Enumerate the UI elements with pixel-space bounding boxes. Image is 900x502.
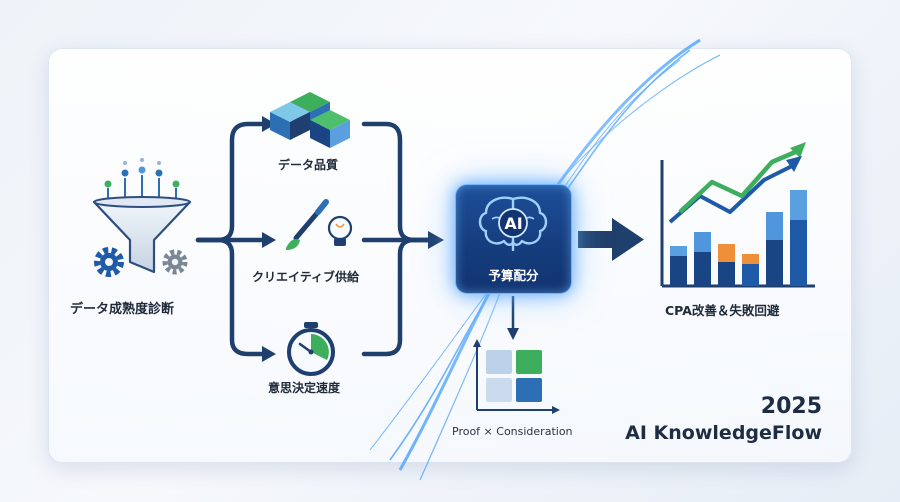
ai-caption: 予算配分	[488, 268, 539, 283]
stopwatch-icon	[287, 322, 335, 376]
brand-year: 2025	[760, 394, 822, 419]
ai-budget-node: AI 予算配分	[455, 184, 572, 294]
funnel-icon	[92, 158, 192, 274]
outcome-arrow	[578, 218, 644, 261]
outcome-label: CPA改善＆失敗回避	[665, 303, 780, 318]
data-cubes-icon	[270, 92, 350, 148]
quality-label: データ品質	[278, 158, 339, 172]
quadrant-matrix-icon	[473, 339, 560, 414]
gear-icon	[94, 247, 124, 277]
diagnosis-label: データ成熟度診断	[70, 302, 175, 317]
branch-arrows	[195, 121, 265, 357]
ai-badge: AI	[504, 214, 523, 233]
merge-arrowhead	[428, 231, 444, 249]
speed-label: 意思決定速度	[268, 381, 341, 395]
brush-bulb-icon	[286, 199, 353, 250]
matrix-arrow	[507, 296, 519, 340]
bar-chart-growth-icon	[660, 142, 815, 288]
brain-icon	[478, 196, 548, 251]
branch-arrowheads	[262, 116, 276, 362]
brand-name: AI KnowledgeFlow	[625, 422, 822, 444]
gear-icon	[162, 249, 188, 275]
matrix-caption: Proof × Consideration	[452, 425, 573, 438]
creative-label: クリエイティブ供給	[252, 270, 360, 284]
merge-arrows	[361, 121, 433, 357]
